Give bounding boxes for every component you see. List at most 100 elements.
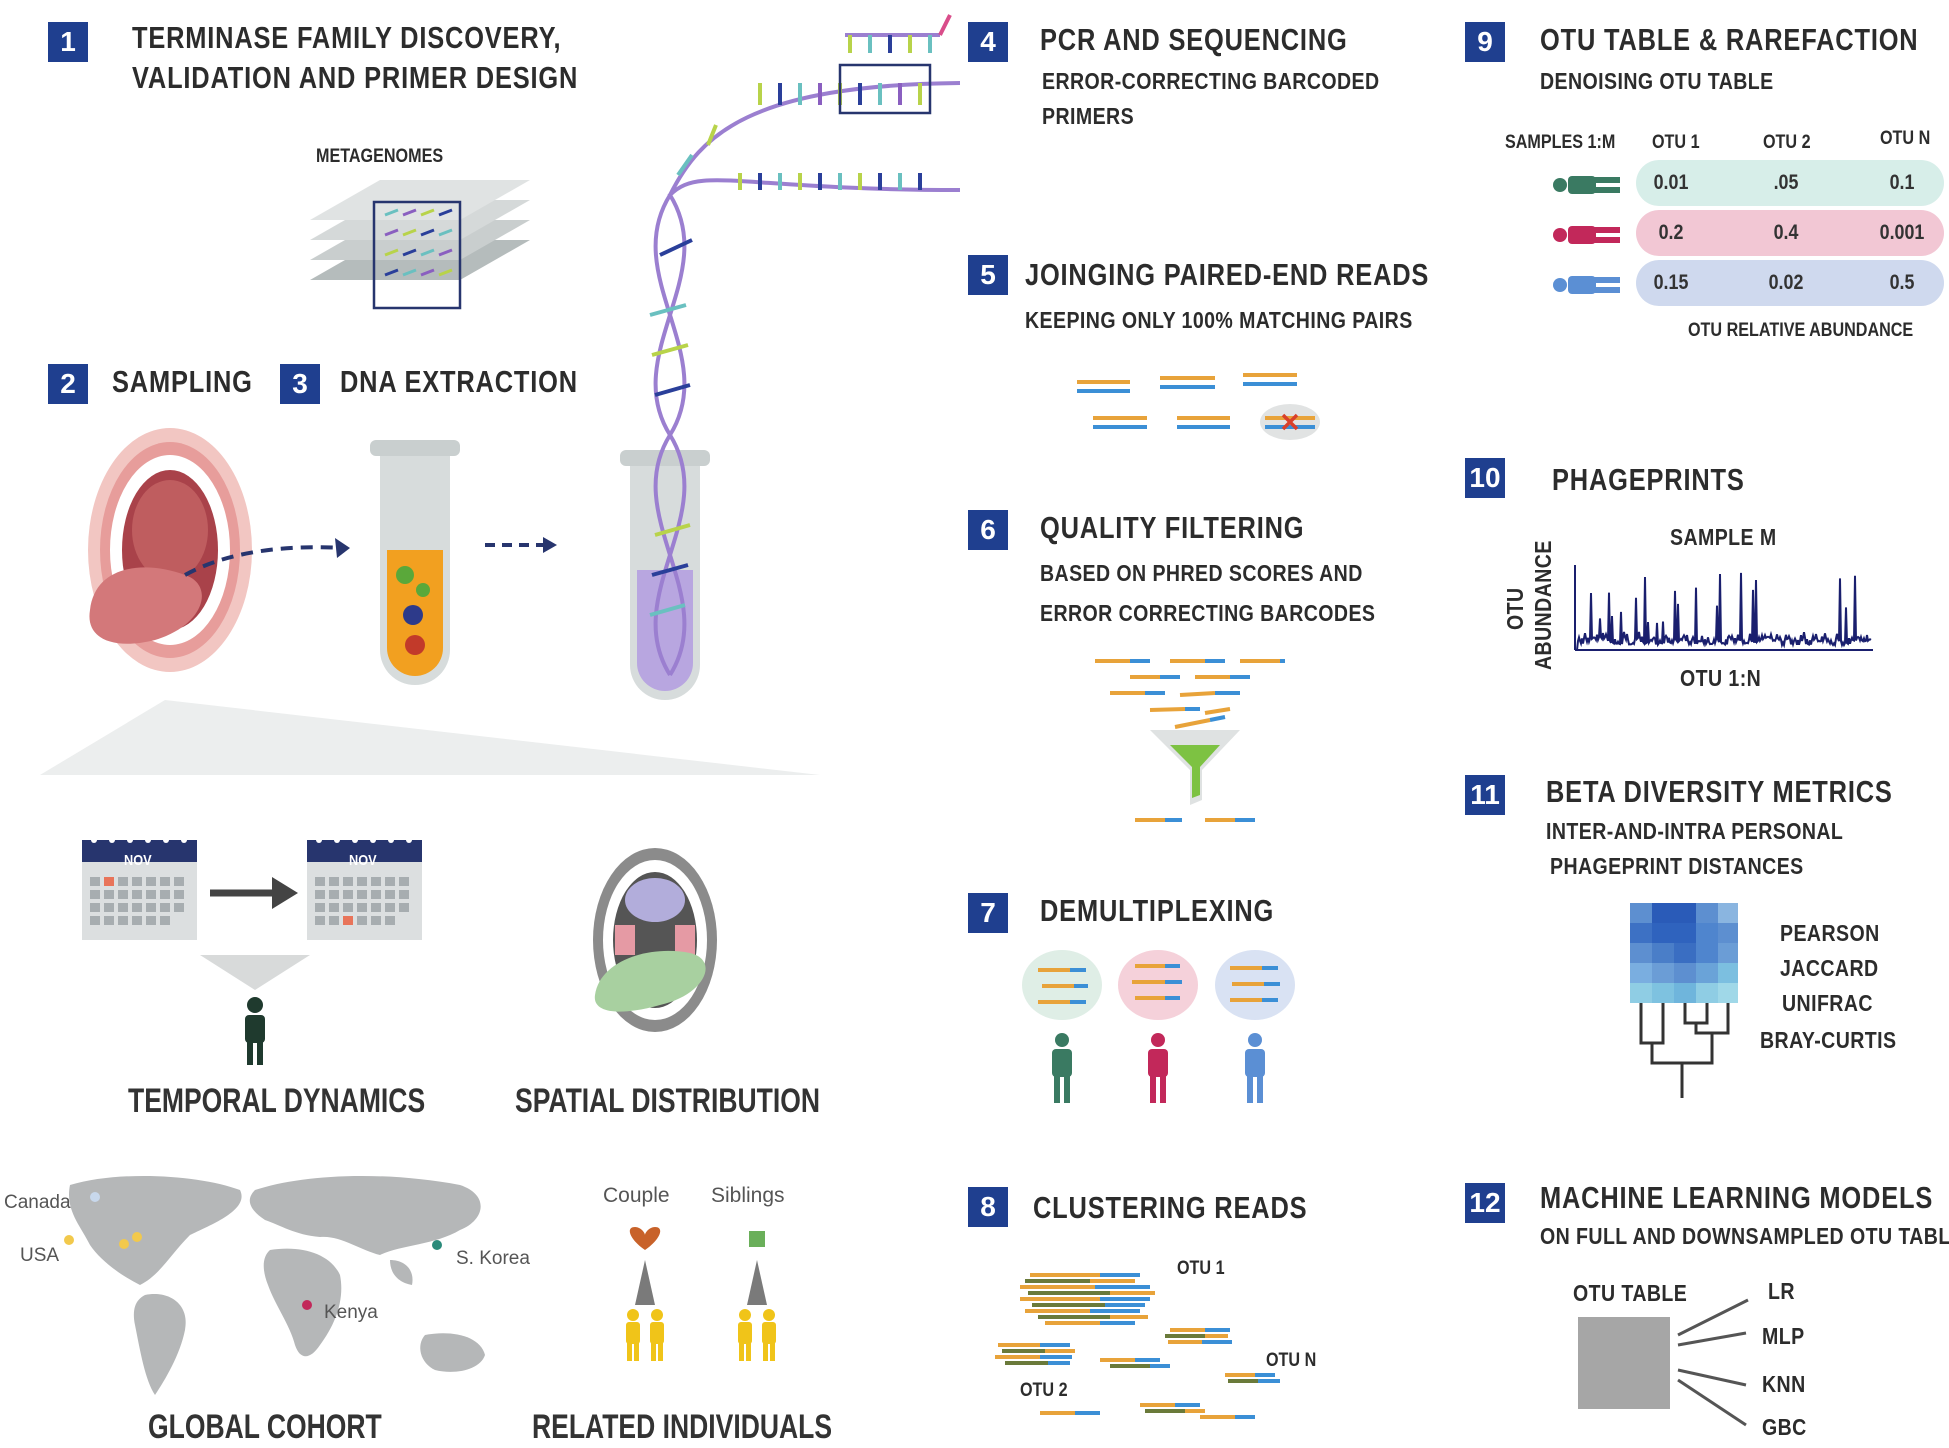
otu-cell-r1-c1: 0.01 (1653, 171, 1689, 194)
metric-pearson: PEARSON (1780, 920, 1880, 946)
read-clusters-icon (995, 1273, 1280, 1419)
step-7-number: 7 (968, 893, 1008, 933)
world-map-icon (64, 1175, 485, 1395)
otu-row-2-bg (1636, 210, 1944, 256)
step-11-sub-line2: PHAGEPRINT DISTANCES (1550, 853, 1804, 879)
step-12-number: 12 (1465, 1183, 1505, 1223)
phageprint-ylabel-line1: OTU (1502, 587, 1528, 630)
related-individuals-label: RELATED INDIVIDUALS (532, 1408, 833, 1446)
step-5-title: JOINGING PAIRED-END READS (1025, 257, 1430, 292)
otu-cell-r2-c1: 0.2 (1658, 221, 1684, 244)
step-4-sub-line1: ERROR-CORRECTING BARCODED (1042, 68, 1380, 94)
step-1-title-line1: TERMINASE FAMILY DISCOVERY, (132, 20, 562, 55)
step-9-title: OTU TABLE & RAREFACTION (1540, 22, 1919, 57)
temporal-dynamics-label: TEMPORAL DYNAMICS (128, 1082, 426, 1120)
step-1-title-line2: VALIDATION AND PRIMER DESIGN (132, 60, 579, 95)
metagenome-layers-icon (310, 180, 530, 310)
zoom-triangle (40, 700, 820, 775)
step-12-sub: ON FULL AND DOWNSAMPLED OTU TABLES (1540, 1223, 1949, 1249)
spatial-mouth-icon (593, 848, 717, 1032)
person-lying-blue-icon (1553, 276, 1620, 294)
calendar-icon-end (307, 837, 422, 940)
step-11-sub-line1: INTER-AND-INTRA PERSONAL (1546, 818, 1844, 844)
step-11-title: BETA DIVERSITY METRICS (1546, 774, 1893, 809)
step-3-title: DNA EXTRACTION (340, 364, 578, 399)
step-6-title: QUALITY FILTERING (1040, 510, 1305, 545)
couple-label: Couple (603, 1184, 670, 1207)
cluster-label-otu-n: OTU N (1266, 1350, 1317, 1371)
cluster-label-otu-2: OTU 2 (1020, 1380, 1068, 1401)
step-10-number: 10 (1465, 458, 1505, 498)
time-arrow-icon (210, 877, 298, 909)
map-label-usa: USA (20, 1245, 60, 1266)
calendar-month-end: NOV (349, 852, 377, 869)
otu-row-3-bg (1636, 260, 1944, 306)
step-6-number: 6 (968, 510, 1008, 550)
ml-model-knn: KNN (1762, 1371, 1806, 1397)
otu-cell-r2-c3: 0.001 (1879, 221, 1925, 244)
global-cohort-label: GLOBAL COHORT (148, 1408, 382, 1446)
ml-otu-table-block (1578, 1317, 1670, 1409)
step-6-sub-line2: ERROR CORRECTING BARCODES (1040, 600, 1376, 626)
otu-cell-r3-c3: 0.5 (1889, 271, 1915, 294)
person-lying-teal-icon (1553, 176, 1620, 194)
extraction-tube-icon (370, 440, 460, 685)
phageprint-spectrum-icon (1574, 565, 1873, 651)
step-10-title: PHAGEPRINTS (1552, 462, 1745, 497)
spatial-distribution-label: SPATIAL DISTRIBUTION (515, 1082, 820, 1120)
siblings-label: Siblings (711, 1184, 785, 1207)
otu-cell-r1-c2: .05 (1773, 171, 1799, 194)
step-3-number: 3 (280, 364, 320, 404)
distance-heatmap-dendrogram-icon (1630, 903, 1738, 1098)
metric-jaccard: JACCARD (1780, 955, 1879, 981)
step-8-number: 8 (968, 1187, 1008, 1227)
step-2-number: 2 (48, 364, 88, 404)
step-5-sub: KEEPING ONLY 100% MATCHING PAIRS (1025, 307, 1413, 333)
phageprint-xlabel: OTU 1:N (1680, 665, 1762, 691)
transfer-arrow-1 (184, 538, 350, 577)
quality-filter-funnel-icon (1095, 659, 1285, 822)
otu-cell-r3-c2: 0.02 (1768, 271, 1804, 294)
step-12-title: MACHINE LEARNING MODELS (1540, 1180, 1934, 1215)
map-label-south-korea: S. Korea (456, 1248, 530, 1269)
person-lying-pink-icon (1553, 226, 1620, 244)
ml-model-gbc: GBC (1762, 1414, 1807, 1440)
otu-table-header-otu2: OTU 2 (1763, 132, 1811, 153)
cluster-label-otu-1: OTU 1 (1177, 1258, 1225, 1279)
step-11-number: 11 (1465, 775, 1505, 815)
ml-model-lr: LR (1768, 1278, 1795, 1304)
otu-cell-r3-c1: 0.15 (1653, 271, 1689, 294)
ml-connector-lines (1677, 1298, 1749, 1427)
siblings-icon (738, 1231, 776, 1361)
paired-reads-icon (1077, 373, 1320, 440)
otu-table-header-samples: SAMPLES 1:M (1505, 132, 1616, 153)
step-9-number: 9 (1465, 22, 1505, 62)
metric-bray-curtis: BRAY-CURTIS (1760, 1027, 1897, 1053)
otu-cell-r2-c2: 0.4 (1773, 221, 1799, 244)
step-8-title: CLUSTERING READS (1033, 1190, 1308, 1225)
calendar-month-start: NOV (124, 852, 152, 869)
otu-cell-r1-c3: 0.1 (1889, 171, 1915, 194)
step-1-number: 1 (48, 22, 88, 62)
step-6-sub-line1: BASED ON PHRED SCORES AND (1040, 560, 1363, 586)
calendar-icon-start (82, 837, 197, 940)
ml-model-mlp: MLP (1762, 1323, 1805, 1349)
open-mouth-icon (88, 428, 252, 672)
step-9-sub: DENOISING OTU TABLE (1540, 68, 1774, 94)
phageprint-ylabel-line2: ABUNDANCE (1530, 540, 1556, 670)
metric-unifrac: UNIFRAC (1782, 990, 1873, 1016)
step-2-title: SAMPLING (112, 364, 253, 399)
ml-otu-table-label: OTU TABLE (1573, 1280, 1688, 1306)
otu-table-header-otu1: OTU 1 (1652, 132, 1700, 153)
otu-relative-abundance-label: OTU RELATIVE ABUNDANCE (1688, 320, 1914, 341)
map-label-kenya: Kenya (324, 1302, 378, 1323)
metagenomes-label: METAGENOMES (316, 146, 444, 167)
phageprint-sample-label: SAMPLE M (1670, 524, 1777, 550)
map-label-canada: Canada (4, 1192, 71, 1213)
transfer-arrow-2 (485, 537, 557, 553)
step-5-number: 5 (968, 255, 1008, 295)
otu-table-header-otun: OTU N (1880, 128, 1931, 149)
otu-row-1-bg (1636, 160, 1944, 206)
step-4-title: PCR AND SEQUENCING (1040, 22, 1348, 57)
dna-helix-icon (649, 14, 961, 677)
